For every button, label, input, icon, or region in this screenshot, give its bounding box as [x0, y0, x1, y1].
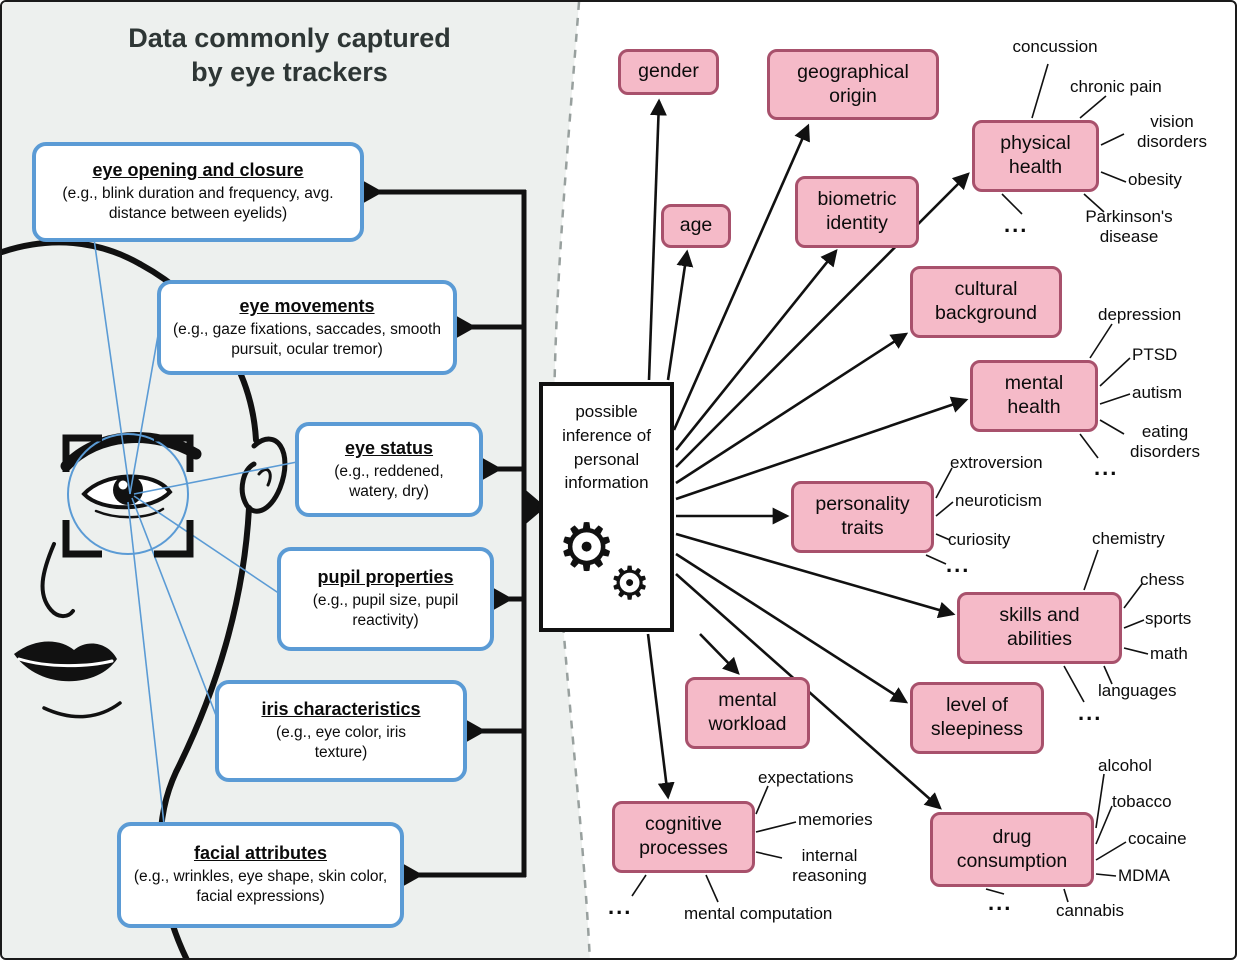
example-label-ellipsis: ...	[1094, 455, 1119, 480]
inference-label: cognitive processes	[639, 813, 728, 859]
inference-label: physical health	[1000, 132, 1071, 178]
inference-label: age	[679, 214, 713, 237]
inference-label: level of sleepiness	[930, 694, 1024, 740]
example-label-internal-reasoning: internal reasoning	[792, 846, 867, 886]
box-title: facial attributes	[193, 843, 328, 864]
data-box-eye-movements: eye movements (e.g., gaze fixations, sac…	[157, 280, 457, 375]
example-label-memories: memories	[798, 810, 873, 829]
inference-box-mental-workload: mental workload	[685, 677, 810, 749]
inference-arrows	[646, 98, 970, 810]
example-label-chemistry: chemistry	[1092, 529, 1165, 548]
example-label-mdma: MDMA	[1118, 866, 1170, 885]
inference-box-age: age	[661, 204, 731, 248]
box-detail: (e.g., pupil size, pupil reactivity)	[312, 592, 459, 629]
example-label-extroversion: extroversion	[950, 453, 1043, 472]
example-label-eating-disorders: eating disorders	[1130, 422, 1200, 462]
inference-box-cognitive-processes: cognitive processes	[612, 801, 755, 873]
gear-large-icon: ⚙	[557, 510, 617, 584]
inference-box-personality-traits: personality traits	[791, 481, 934, 553]
example-label-ellipsis: ...	[608, 894, 633, 919]
example-label-depression: depression	[1098, 305, 1182, 324]
inference-label: cultural background	[935, 278, 1037, 324]
inference-label: personality traits	[815, 493, 910, 539]
inference-label: gender	[638, 60, 699, 83]
example-label-cocaine: cocaine	[1128, 829, 1187, 848]
box-detail: (e.g., blink duration and frequency, avg…	[62, 185, 334, 222]
example-label-obesity: obesity	[1128, 170, 1182, 189]
inference-box-level-of-sleepiness: level of sleepiness	[910, 682, 1044, 754]
data-box-eye-opening-and-closure: eye opening and closure (e.g., blink dur…	[32, 142, 364, 242]
box-title: eye opening and closure	[92, 160, 304, 181]
box-title: iris characteristics	[261, 699, 421, 720]
example-label-languages: languages	[1098, 681, 1177, 700]
inference-box-geographical-origin: geographical origin	[767, 49, 939, 120]
example-label-chronic-pain: chronic pain	[1070, 77, 1162, 96]
box-detail: (e.g., gaze fixations, saccades, smooth …	[173, 320, 441, 358]
example-label-neuroticism: neuroticism	[955, 491, 1042, 510]
data-box-iris-characteristics: iris characteristics (e.g., eye color, i…	[215, 680, 467, 782]
example-label-parkinsons-disease: Parkinson's disease	[1085, 207, 1173, 247]
example-label-cannabis: cannabis	[1056, 901, 1125, 920]
example-label-ellipsis: ...	[1078, 700, 1103, 725]
inference-box-physical-health: physical health	[972, 120, 1099, 192]
data-box-pupil-properties: pupil properties (e.g., pupil size, pupi…	[277, 547, 494, 651]
figure-title: Data commonly captured by eye trackers	[128, 23, 451, 87]
gear-small-icon: ⚙	[609, 557, 651, 609]
example-label-ptsd: PTSD	[1132, 345, 1178, 364]
box-title: eye movements	[239, 295, 375, 316]
inference-label: mental workload	[708, 689, 787, 735]
inference-box-skills-and-abilities: skills and abilities	[957, 592, 1122, 664]
inference-label: biometric identity	[817, 188, 897, 234]
example-label-tobacco: tobacco	[1112, 792, 1172, 811]
inference-box-mental-health: mental health	[970, 360, 1098, 432]
gears-icon: ⚙ ⚙	[543, 514, 670, 626]
inference-box-cultural-background: cultural background	[910, 266, 1062, 338]
inference-box-biometric-identity: biometric identity	[795, 176, 919, 248]
example-label-chess: chess	[1140, 570, 1185, 589]
example-label-ellipsis: ...	[988, 890, 1013, 915]
inference-label: drug consumption	[956, 825, 1068, 872]
inference-engine-box: possible inference of personal informati…	[539, 382, 674, 632]
data-box-facial-attributes: facial attributes (e.g., wrinkles, eye s…	[117, 822, 404, 928]
example-label-ellipsis: ...	[946, 552, 971, 577]
data-box-eye-status: eye status (e.g., reddened, watery, dry)	[295, 422, 483, 517]
example-label-math: math	[1150, 644, 1188, 663]
example-label-ellipsis: ...	[1004, 212, 1029, 237]
example-label-alcohol: alcohol	[1098, 756, 1152, 775]
gaze-annotation-lines	[93, 238, 298, 825]
example-label-expectations: expectations	[758, 768, 854, 787]
eye-tracker-focus-brackets	[62, 433, 194, 558]
inference-box-gender: gender	[618, 49, 719, 95]
box-detail: (e.g., wrinkles, eye shape, skin color, …	[133, 868, 388, 905]
box-title: pupil properties	[317, 567, 454, 588]
example-label-mental-computation: mental computation	[684, 904, 833, 923]
inference-box-drug-consumption: drug consumption	[930, 812, 1094, 887]
box-detail: (e.g., reddened, watery, dry)	[334, 462, 444, 500]
example-label-sports: sports	[1145, 609, 1192, 628]
example-label-autism: autism	[1132, 383, 1183, 402]
inference-engine-label: possible inference of personal informati…	[562, 402, 651, 493]
inference-label: mental health	[1004, 372, 1064, 418]
example-label-vision-disorders: vision disorders	[1137, 112, 1207, 152]
example-label-concussion: concussion	[1012, 37, 1098, 56]
inference-label: skills and abilities	[999, 604, 1080, 650]
box-title: eye status	[344, 437, 434, 458]
example-connector-lines	[631, 63, 1149, 903]
box-detail: (e.g., eye color, iris texture)	[275, 724, 407, 761]
example-label-curiosity: curiosity	[948, 530, 1011, 549]
inference-label: geographical origin	[797, 60, 909, 107]
